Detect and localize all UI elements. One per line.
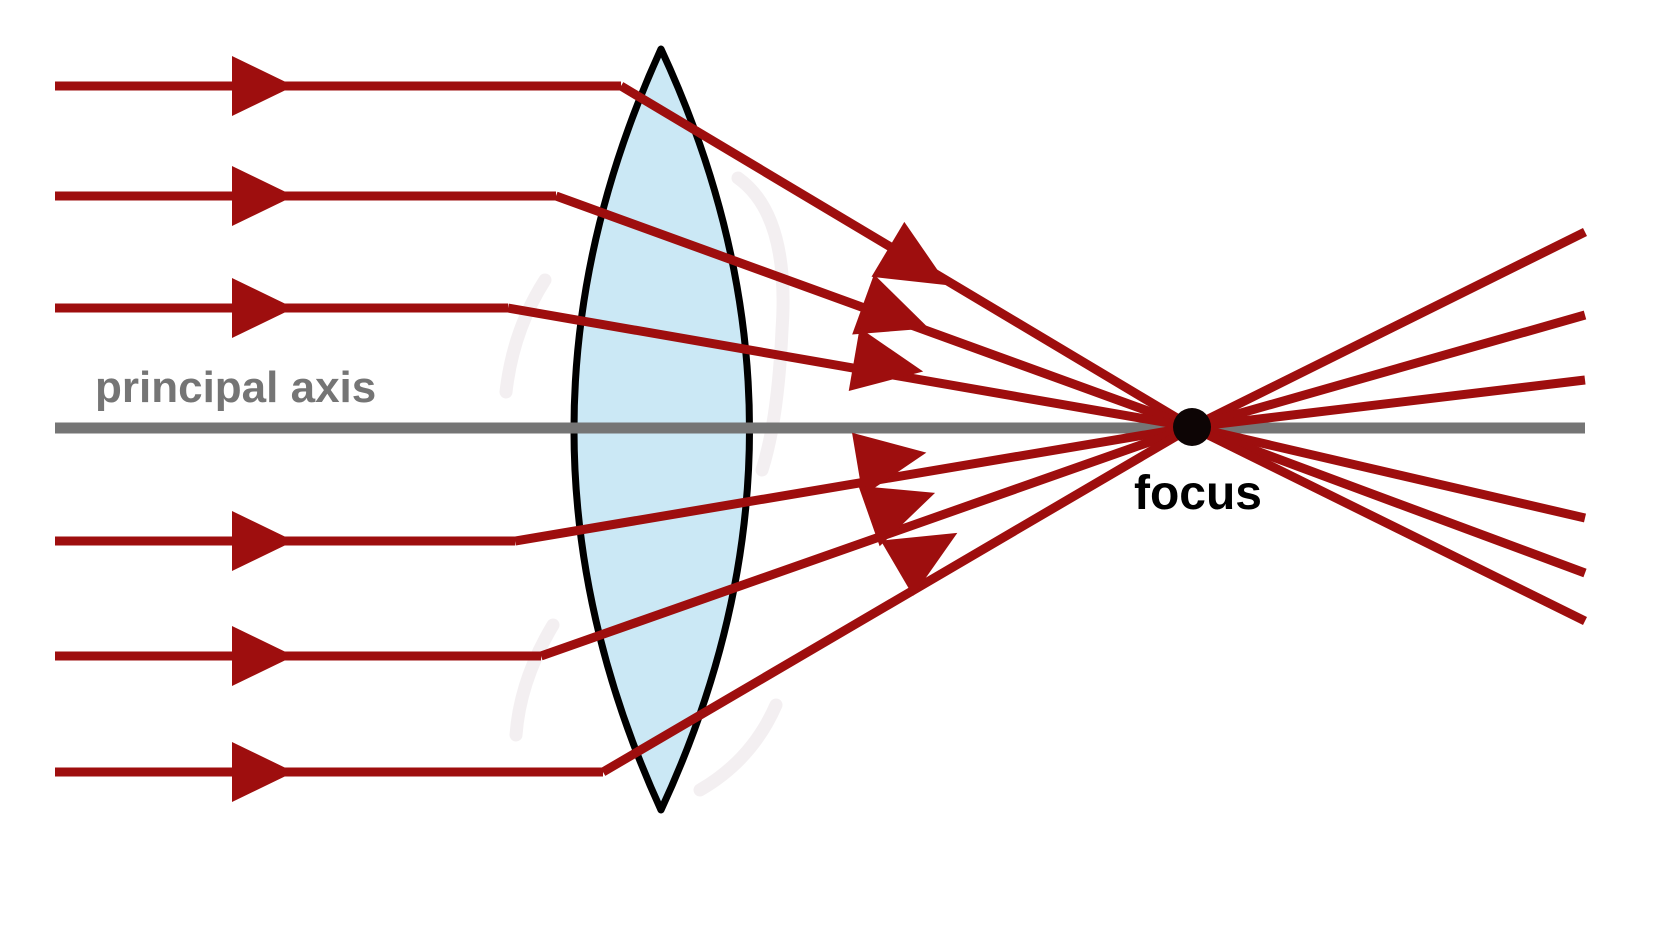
ray-2-arrow-icon bbox=[232, 166, 294, 226]
ray-4-arrow-icon bbox=[232, 511, 294, 571]
refracted-4 bbox=[514, 422, 1193, 546]
refracted-4-arrow-icon-shape bbox=[852, 432, 927, 496]
refracted-5 bbox=[539, 422, 1194, 661]
refracted-2-arrow-icon-shape bbox=[852, 274, 929, 335]
refracted-4-arrow-icon bbox=[852, 432, 927, 496]
refracted-3-arrow-icon-shape bbox=[848, 327, 924, 391]
incoming-ray-group bbox=[55, 56, 621, 802]
highlight-bottom bbox=[693, 698, 783, 797]
ray-3-arrow-icon-shape bbox=[232, 278, 294, 338]
diverging-6 bbox=[1190, 422, 1587, 626]
diverging-5 bbox=[1190, 422, 1587, 578]
diverging-2 bbox=[1190, 310, 1587, 432]
refracted-6-arrow-icon-shape bbox=[880, 532, 958, 596]
principal-axis-label: principal axis bbox=[95, 363, 376, 412]
refracted-5-arrow-icon bbox=[858, 485, 936, 547]
ray-2-arrow-icon-shape bbox=[232, 166, 294, 226]
ray-6-arrow-icon-shape bbox=[232, 742, 294, 802]
focus-point bbox=[1173, 408, 1211, 446]
refracted-1-arrow-icon-shape bbox=[871, 221, 949, 286]
ray-5-arrow-icon-shape bbox=[232, 626, 294, 686]
refracted-6 bbox=[600, 423, 1195, 776]
diverging-1 bbox=[1189, 227, 1588, 432]
refracted-2-arrow-icon bbox=[852, 274, 929, 335]
refracted-3-arrow-icon bbox=[848, 327, 924, 391]
refracted-1-arrow-icon bbox=[871, 221, 949, 286]
refracted-6-arrow-icon bbox=[880, 532, 958, 596]
diverging-3 bbox=[1191, 375, 1586, 432]
highlight-left-upper bbox=[499, 273, 552, 399]
highlight-left-lower bbox=[509, 618, 560, 742]
refracted-ray-group bbox=[507, 82, 1195, 776]
ray-1-arrow-icon bbox=[232, 56, 294, 116]
ray-4-arrow-icon-shape bbox=[232, 511, 294, 571]
diverging-ray-group bbox=[1189, 227, 1588, 626]
focus-label: focus bbox=[1134, 467, 1262, 520]
ray-1-arrow-icon-shape bbox=[232, 56, 294, 116]
refracted-3 bbox=[507, 303, 1193, 432]
ray-5-arrow-icon bbox=[232, 626, 294, 686]
refracted-5-arrow-icon-shape bbox=[858, 485, 936, 547]
diverging-4 bbox=[1190, 422, 1587, 523]
ray-6-arrow-icon bbox=[232, 742, 294, 802]
ray-3-arrow-icon bbox=[232, 278, 294, 338]
